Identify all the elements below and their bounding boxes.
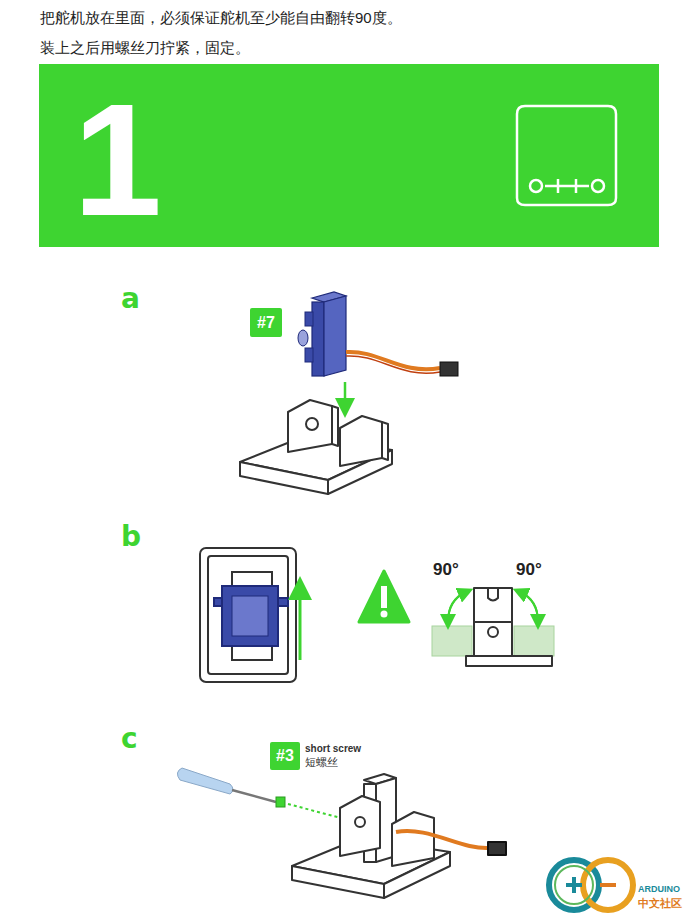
step-letter: a: [121, 282, 140, 316]
part-name: 短螺丝: [305, 756, 338, 769]
angle-label: 90°: [516, 560, 542, 580]
step-number: 1: [73, 80, 162, 240]
instruction-text: 装上之后用螺丝刀拧紧，固定。: [40, 39, 250, 57]
step-letter: b: [121, 520, 141, 554]
screwdriver: [177, 768, 356, 822]
part-number: #3: [276, 748, 294, 764]
servo-top: [298, 292, 458, 408]
warning-sign: [359, 571, 409, 622]
watermark-text: ARDUINO: [638, 884, 680, 895]
part-number-tag: #7: [250, 308, 282, 337]
instruction-text: 把舵机放在里面，必须保证舵机至少能自由翻转90度。: [40, 9, 402, 27]
part-number-tag: #3: [270, 742, 300, 770]
mount-top-view: [200, 548, 300, 682]
servo-mount-assembled: [292, 774, 506, 898]
arduino-watermark: [549, 860, 633, 910]
step-banner: 1: [39, 64, 659, 247]
rotation-front-view: [432, 588, 554, 666]
part-name: short screw: [305, 743, 361, 755]
servo-mount-base: [240, 400, 392, 494]
watermark-text: 中文社区: [638, 897, 682, 910]
angle-label: 90°: [433, 560, 459, 580]
part-number: #7: [257, 315, 275, 331]
step-letter: c: [121, 722, 138, 756]
